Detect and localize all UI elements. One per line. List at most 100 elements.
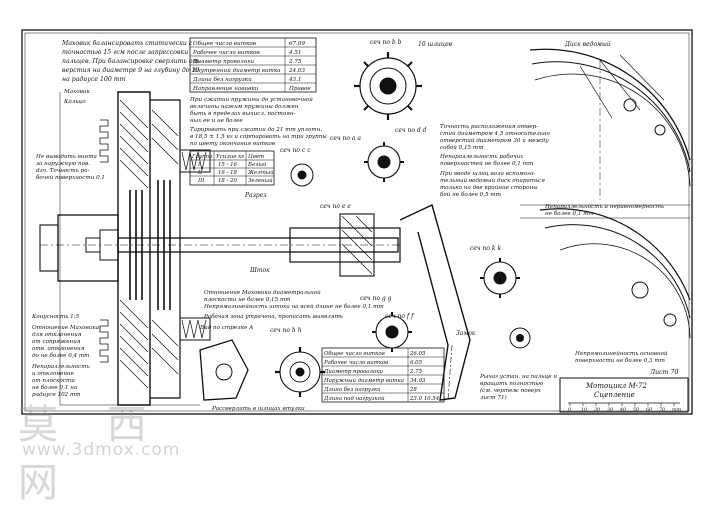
svg-text:отверстий диаметром 30 и между: отверстий диаметром 30 и между [440, 138, 549, 144]
svg-text:24.03: 24.03 [288, 68, 305, 74]
svg-text:II: II [197, 170, 203, 176]
svg-text:Общее число витков: Общее число витков [193, 40, 256, 47]
svg-text:поверхностей не более 0,1 mm: поверхностей не более 0,1 mm [440, 160, 533, 167]
sheet-frame [21, 29, 693, 415]
svg-text:Маховик балансировать статичес: Маховик балансировать статически с [61, 40, 193, 47]
scale-tick-label: 50 [633, 407, 639, 413]
svg-text:Длина под нагрузкой: Длина под нагрузкой [323, 396, 385, 402]
svg-text:плоскости не более 0,15 mm: плоскости не более 0,15 mm [204, 296, 291, 303]
section-h-h-gear [275, 347, 325, 397]
svg-text:Правое: Правое [288, 86, 311, 92]
svg-text:бой не более 0,5 mm: бой не более 0,5 mm [440, 191, 501, 198]
label-sleeve: Рассверлить в шлицах втулки [211, 406, 305, 412]
section-c-c-gear [290, 163, 314, 187]
svg-text:34.03: 34.03 [410, 378, 426, 384]
svg-text:Направление навивки: Направление навивки [192, 86, 259, 92]
scale-tick-label: 40 [619, 407, 626, 413]
svg-text:бочей поверхности 0,1: бочей поверхности 0,1 [36, 174, 105, 181]
svg-text:верстия на диаметре 9 на глуби: верстия на диаметре 9 на глубину до 10 [62, 67, 199, 74]
section-d-d-gear [364, 142, 404, 182]
svg-text:лист 71): лист 71) [480, 394, 507, 401]
table-spring-1: Общее число витков 67.09 Рабочее число ви… [189, 37, 317, 93]
svg-text:сеч по е е: сеч по е е [320, 203, 351, 210]
svg-text:в 18,5 ± 1,5 кг и сортировать: в 18,5 ± 1,5 кг и сортировать на три гру… [190, 134, 327, 140]
svg-text:Лист 70: Лист 70 [649, 369, 678, 376]
clutch-assembly-drawing [39, 91, 471, 406]
svg-text:Группа: Группа [191, 154, 212, 160]
note-spring-pressure: При сжатии пружины до установочной велич… [189, 97, 313, 124]
svg-text:Диаметр проволоки: Диаметр проволоки [323, 369, 383, 375]
svg-text:Непараллельность и неравномерн: Непараллельность и неравномерность [544, 204, 664, 210]
svg-text:Непрямолинейность основной: Непрямолинейность основной [574, 351, 668, 357]
svg-text:сеч по с с: сеч по с с [280, 147, 311, 154]
svg-text:Точность расположения отвер-: Точность расположения отвер- [440, 124, 538, 130]
svg-text:сеч по h h: сеч по h h [270, 327, 302, 334]
svg-text:18 - 20: 18 - 20 [218, 178, 238, 184]
section-labels: сеч по b b сеч по а а сеч по с с сеч по … [244, 39, 501, 337]
svg-text:ных ее и не более: ных ее и не более [190, 117, 243, 124]
svg-text:Диаметр проволоки: Диаметр проволоки [192, 59, 255, 65]
svg-text:до не более 0,4 mm: до не более 0,4 mm [32, 352, 90, 359]
svg-text:6.05: 6.05 [410, 360, 423, 366]
svg-text:для отклонения: для отклонения [32, 332, 82, 338]
svg-text:10 шлицев: 10 шлицев [418, 41, 453, 48]
svg-text:При сжатии пружины до установо: При сжатии пружины до установочной [189, 97, 313, 103]
svg-text:28: 28 [409, 387, 417, 393]
svg-text:23.0 10.54: 23.0 10.54 [409, 396, 440, 402]
title-sub: Сцепление [594, 391, 635, 399]
svg-text:Рабочее число витков: Рабочее число витков [192, 49, 260, 56]
svg-text:(см. чертеж поверх: (см. чертеж поверх [480, 387, 542, 394]
svg-text:43.1: 43.1 [288, 77, 301, 83]
scale-tick-label: 10 [581, 407, 587, 413]
svg-text:Диск ведомый: Диск ведомый [564, 41, 611, 48]
svg-text:сеч по k k: сеч по k k [470, 245, 501, 252]
svg-text:26.05: 26.05 [409, 351, 426, 357]
svg-text:4.51: 4.51 [288, 50, 301, 56]
svg-text:не более 0,1 mm: не более 0,1 mm [545, 210, 594, 217]
svg-text:III: III [197, 178, 205, 184]
svg-text:вращать полностью: вращать полностью [480, 381, 543, 387]
section-k-k-gear [480, 258, 520, 298]
svg-text:Шток: Шток [249, 267, 270, 274]
svg-text:тельный ведомый диск опираться: тельный ведомый диск опираться [440, 178, 545, 184]
note-driven-disc: Диск ведомый [564, 41, 611, 48]
scale-tick-label: 0 [568, 407, 571, 413]
svg-text:Внутренний диаметр витка: Внутренний диаметр витка [192, 68, 281, 74]
svg-text:Наружный диаметр витка: Наружный диаметр витка [323, 378, 404, 384]
note-crank: Рычаг устан. на пальце и вращать полност… [479, 374, 557, 401]
svg-text:I: I [197, 162, 201, 168]
svg-text:2.75: 2.75 [409, 369, 423, 375]
svg-text:от сопряжения: от сопряжения [32, 339, 81, 345]
note-flywheel-balance: Маховик балансировать статически с точно… [61, 40, 201, 83]
scale-tick-label: 30 [607, 407, 613, 413]
svg-text:сеч по g g: сеч по g g [360, 295, 392, 302]
scale-tick-label: 70 [659, 407, 665, 413]
note-tarirovka: Тарировать при сжатии до 21 mm уплотн. в… [190, 127, 327, 147]
svg-text:Белый: Белый [247, 162, 267, 168]
svg-text:Рабочее число витков: Рабочее число витков [323, 359, 388, 366]
svg-text:быть в пределах вычисл. постоя: быть в пределах вычисл. постоян- [190, 110, 296, 117]
svg-text:поверхности не более 0,3 mm: поверхности не более 0,3 mm [575, 357, 665, 364]
svg-text:Общее число витков: Общее число витков [324, 350, 385, 357]
svg-text:15 - 16: 15 - 16 [218, 162, 238, 168]
section-b-b-gear [354, 52, 422, 120]
svg-text:Отношение Маховика: Отношение Маховика [32, 325, 99, 331]
svg-text:16 - 18: 16 - 18 [218, 170, 238, 176]
svg-text:Непрямолинейность штока на все: Непрямолинейность штока на всей длине не… [203, 303, 384, 310]
note-right-low: Непараллельность и неравномерность не бо… [544, 204, 668, 364]
sheet-frame-inner [24, 32, 690, 412]
svg-text:точностью 15 гсм после запресс: точностью 15 гсм после запрессовки [62, 49, 188, 56]
scale-tick-label: 60 [646, 407, 652, 413]
svg-text:за наружную пов.: за наружную пов. [36, 161, 90, 167]
svg-text:Непараллельность рабочих: Непараллельность рабочих [439, 153, 524, 160]
svg-text:по цвету окончания витков: по цвету окончания витков [190, 141, 275, 147]
scale-tick-label: mm [672, 408, 682, 413]
svg-text:67.09: 67.09 [289, 41, 305, 47]
svg-text:сеч по d d: сеч по d d [395, 127, 427, 134]
driven-disc-drawing [520, 48, 691, 339]
view-a-sketch [199, 339, 249, 401]
section-small-gear [509, 327, 531, 349]
